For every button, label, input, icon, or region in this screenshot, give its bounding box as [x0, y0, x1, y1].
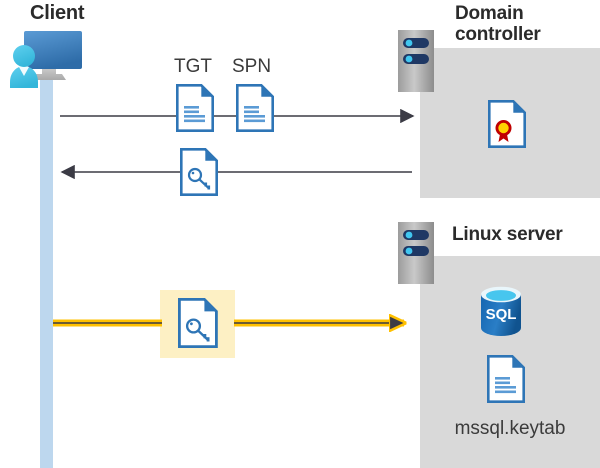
keytab-document-icon — [487, 355, 525, 403]
sql-database-icon: SQL — [481, 286, 521, 336]
keytab-filename-label: mssql.keytab — [454, 418, 566, 439]
client-title: Client — [30, 2, 85, 24]
domain-controller-title: Domain controller — [455, 3, 541, 46]
certificate-document-icon — [488, 100, 526, 148]
sql-database-text: SQL — [486, 306, 517, 323]
client-lifeline — [40, 78, 53, 468]
spn-label: SPN — [232, 56, 272, 77]
tgt-label: TGT — [174, 56, 212, 77]
tgt-document-icon — [176, 84, 214, 132]
client-computer-user-icon — [10, 31, 82, 88]
authentication-ticket-key-document-icon — [178, 298, 218, 348]
ticket-key-document-icon — [180, 148, 218, 196]
linux-server-icon — [398, 222, 434, 284]
linux-server-title: Linux server — [452, 224, 563, 245]
spn-document-icon — [236, 84, 274, 132]
domain-controller-server-icon — [398, 30, 434, 92]
